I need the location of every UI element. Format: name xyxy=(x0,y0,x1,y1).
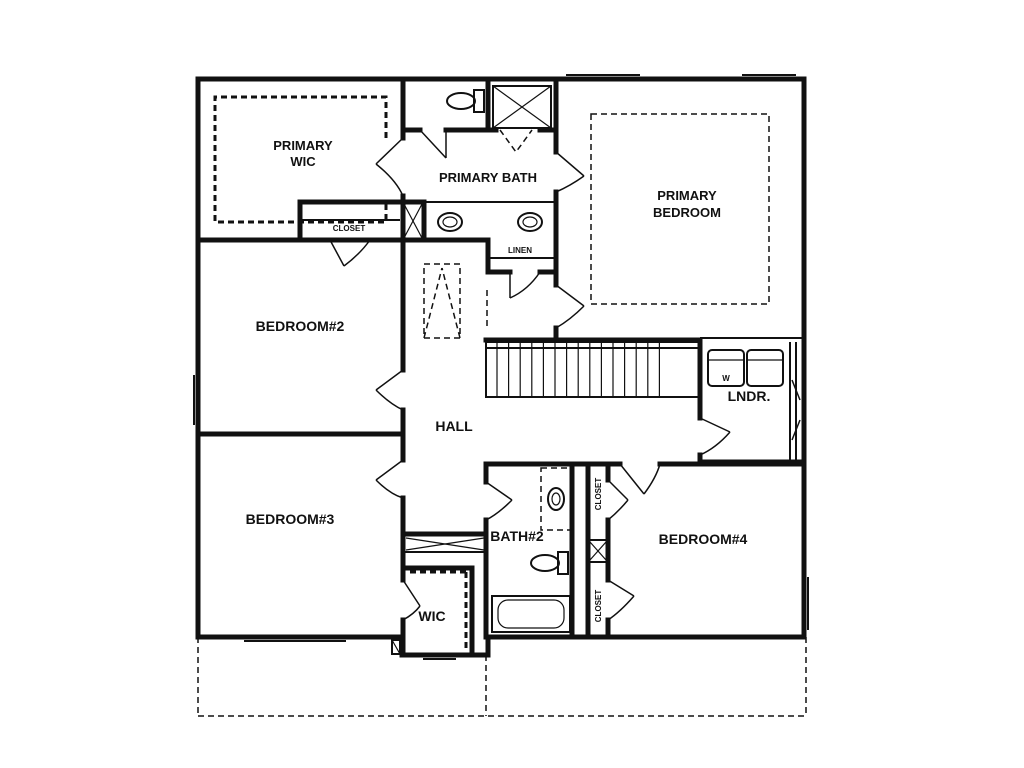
label-closet-bath-b: CLOSET xyxy=(594,590,603,623)
label-primary-bedroom-1: PRIMARY xyxy=(657,188,717,203)
porch-outline xyxy=(197,637,807,717)
label-primary-bath: PRIMARY BATH xyxy=(439,170,537,185)
label-laundry: LNDR. xyxy=(728,388,771,404)
label-washer: W xyxy=(722,374,730,383)
room-labels: PRIMARY WIC PRIMARY BATH PRIMARY BEDROOM… xyxy=(246,138,771,624)
interior-walls xyxy=(195,76,807,658)
label-bedroom4: BEDROOM#4 xyxy=(659,531,748,547)
label-primary-wic-2: WIC xyxy=(290,154,316,169)
label-closet-top: CLOSET xyxy=(333,224,366,233)
toilet-bath2 xyxy=(530,551,569,575)
label-linen: LINEN xyxy=(508,246,532,255)
exterior-walls xyxy=(193,74,809,660)
door-swings xyxy=(329,129,801,621)
staircase xyxy=(485,341,701,398)
label-bath2: BATH#2 xyxy=(490,528,544,544)
shower xyxy=(492,85,552,154)
washer-dryer xyxy=(707,349,784,387)
label-closet-bath-a: CLOSET xyxy=(594,478,603,511)
label-bedroom3: BEDROOM#3 xyxy=(246,511,335,527)
bath2-vanity xyxy=(540,467,572,531)
label-primary-bedroom-2: BEDROOM xyxy=(653,205,721,220)
primary-vanity-sinks xyxy=(437,212,543,232)
label-primary-wic-1: PRIMARY xyxy=(273,138,333,153)
toilet-primary xyxy=(446,89,485,113)
primary-bedroom-tray-outline xyxy=(590,113,770,305)
bathtub xyxy=(491,595,571,633)
label-wic: WIC xyxy=(418,608,445,624)
label-hall: HALL xyxy=(435,418,473,434)
storage-shelving xyxy=(213,95,607,655)
label-bedroom2: BEDROOM#2 xyxy=(256,318,345,334)
attic-access xyxy=(423,263,488,339)
